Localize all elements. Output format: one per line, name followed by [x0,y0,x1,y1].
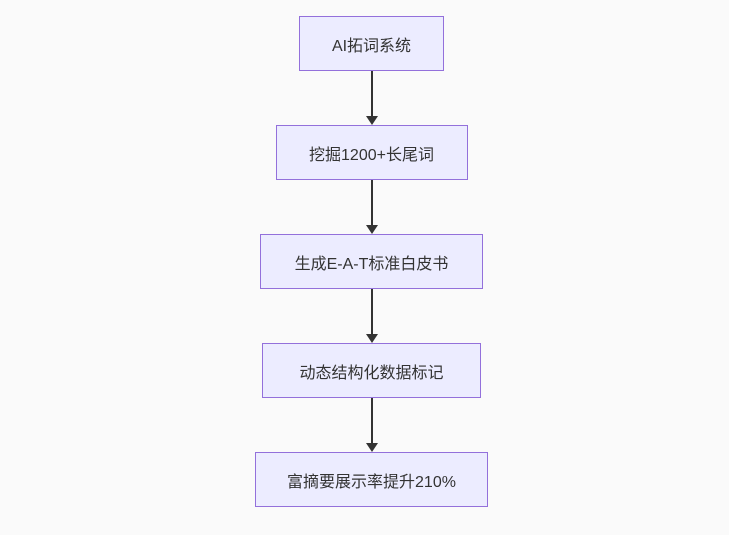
flow-node-label: 富摘要展示率提升210% [287,473,456,491]
flow-node-label: AI拓词系统 [331,37,412,55]
arrow-connector [365,71,378,125]
flow-node-structured-data: 动态结构化数据标记 [262,343,481,398]
flow-node-eat-whitepaper: 生成E-A-T标准白皮书 [260,234,483,289]
arrow-head-icon [365,443,378,452]
arrow-line [370,71,373,116]
flow-node-longtail-mining: 挖掘1200+长尾词 [275,125,468,180]
arrow-line [370,180,373,225]
arrow-connector [365,398,378,452]
flow-node-label: 生成E-A-T标准白皮书 [294,255,449,273]
arrow-connector [365,180,378,234]
flow-node-rich-snippet-uplift: 富摘要展示率提升210% [255,452,488,507]
flowchart-column: AI拓词系统 挖掘1200+长尾词 生成E-A-T标准白皮书 动态结构化数据标记 [255,0,488,535]
arrow-line [370,289,373,334]
flow-node-label: 动态结构化数据标记 [299,364,444,382]
flow-node-label: 挖掘1200+长尾词 [309,146,434,164]
arrow-head-icon [365,225,378,234]
flow-node-ai-word-system: AI拓词系统 [299,16,444,71]
arrow-head-icon [365,334,378,343]
arrow-head-icon [365,116,378,125]
arrow-line [370,398,373,443]
arrow-connector [365,289,378,343]
